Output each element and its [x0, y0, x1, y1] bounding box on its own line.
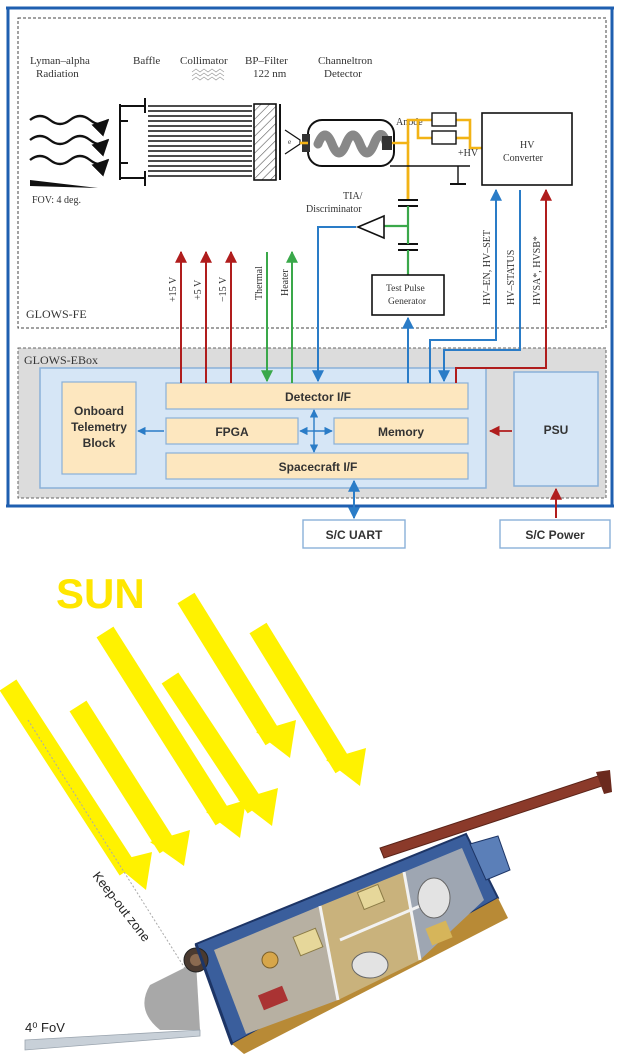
collimator-hex-icon	[192, 69, 224, 80]
hv-en-label: HV–EN, HV–SET	[482, 230, 493, 305]
sc-uart-label: S/C UART	[326, 528, 383, 542]
glows-ebox-label: GLOWS-EBox	[24, 353, 98, 367]
fov-label: FOV: 4 deg.	[32, 195, 81, 206]
v15p-label: +15 V	[168, 276, 179, 302]
collimator	[148, 106, 252, 176]
collimator-label: Collimator	[180, 55, 228, 67]
test-pulse-label-1: Test Pulse	[386, 284, 425, 294]
baffle	[120, 98, 145, 186]
capacitor-1	[398, 200, 418, 206]
radiation-label: Radiation	[36, 68, 79, 80]
sun-label: SUN	[56, 570, 145, 617]
hv-converter-label-2: Converter	[503, 153, 544, 164]
psu-label: PSU	[544, 423, 569, 437]
fov-label-bottom: 4⁰ FoV	[25, 1020, 65, 1035]
resistor-1	[432, 113, 456, 126]
sc-power-label: S/C Power	[525, 528, 585, 542]
onboard-label-2: Telemetry	[71, 420, 127, 434]
v15n-label: −15 V	[218, 276, 229, 302]
radiation-arrows	[30, 116, 108, 164]
fov-wedge	[30, 180, 98, 188]
baffle-label: Baffle	[133, 55, 160, 67]
hv-status-label: HV–STATUS	[506, 250, 517, 305]
memory-label: Memory	[378, 425, 424, 439]
glows-fe-label: GLOWS-FE	[26, 307, 87, 321]
keep-out-cone	[144, 962, 200, 1030]
spacecraft-if-label: Spacecraft I/F	[279, 460, 358, 474]
thermal-label: Thermal	[254, 266, 265, 300]
resistor-2	[432, 131, 456, 144]
fpga-label: FPGA	[215, 425, 249, 439]
hv-converter-label-1: HV	[520, 140, 535, 151]
tia-label-1: TIA/	[343, 191, 363, 202]
detector-if-label: Detector I/F	[285, 390, 351, 404]
lyman-alpha-label: Lyman–alpha	[30, 55, 90, 67]
channeltron-label: Channeltron	[318, 55, 373, 67]
test-pulse-label-2: Generator	[388, 297, 427, 307]
spacecraft-illustration: SUN Keep-out zone 4⁰ FoV	[8, 570, 612, 1054]
tia-amplifier	[358, 216, 384, 238]
bp-filter-nm-label: 122 nm	[253, 68, 287, 80]
onboard-label-1: Onboard	[74, 404, 124, 418]
v5p-label: +5 V	[193, 279, 204, 300]
hvsa-label: HVSA*, HVSB*	[532, 236, 543, 305]
bp-filter	[254, 104, 276, 180]
schematic-panel: GLOWS-FE Lyman–alpha Radiation Baffle Co…	[6, 8, 614, 548]
test-pulse-generator	[372, 275, 444, 315]
svg-text:e: e	[288, 138, 291, 146]
onboard-label-3: Block	[83, 436, 116, 450]
bp-filter-label: BP–Filter	[245, 55, 288, 67]
hv-plus-label: +HV	[458, 148, 479, 159]
heater-label: Heater	[280, 269, 291, 296]
detector-label: Detector	[324, 68, 362, 80]
capacitor-2	[398, 244, 418, 250]
tia-label-2: Discriminator	[306, 204, 362, 215]
